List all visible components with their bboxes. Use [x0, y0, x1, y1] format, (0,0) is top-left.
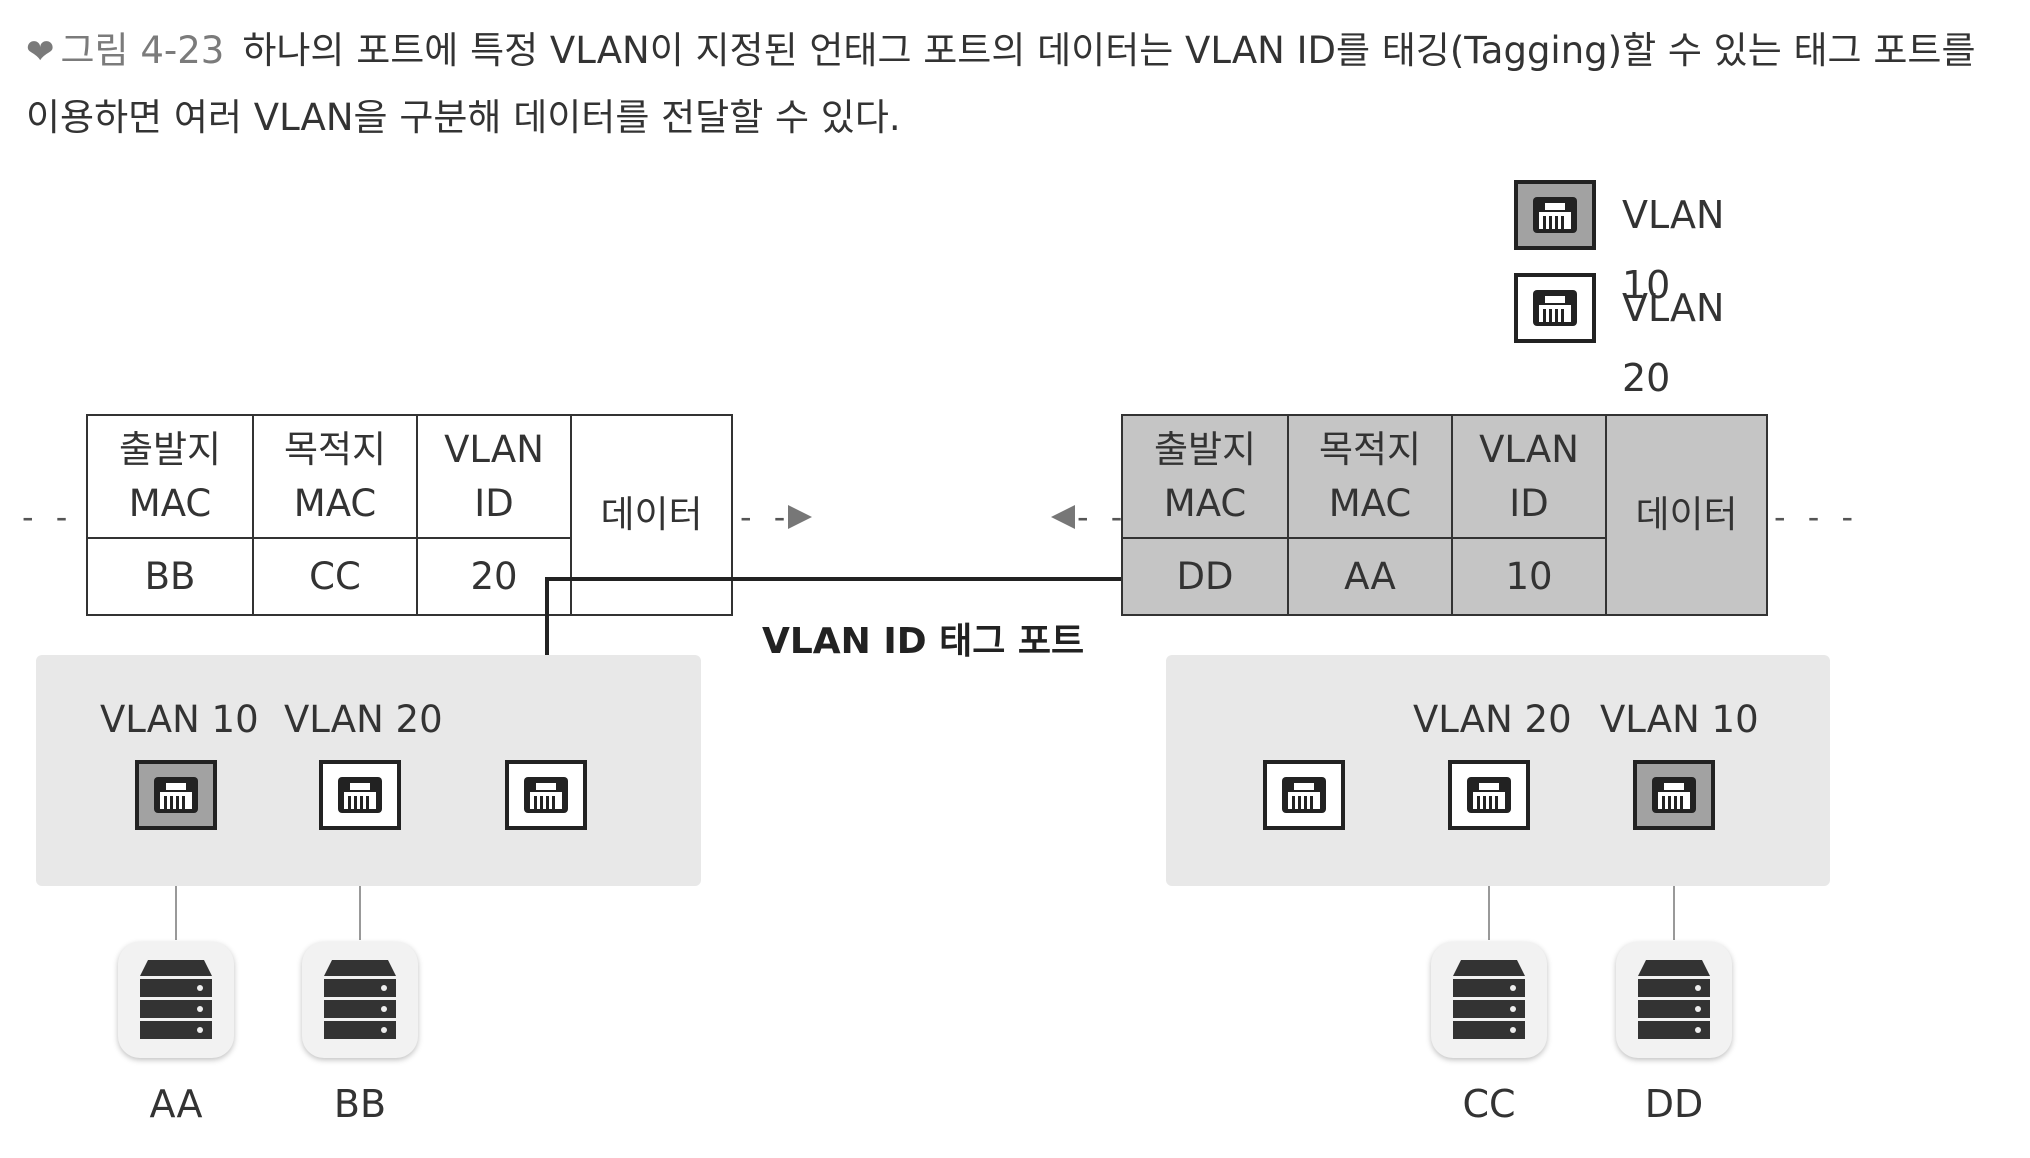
- header-text: 출발지 MAC: [1153, 427, 1257, 525]
- header-vlan-id: VLAN ID: [1451, 414, 1607, 539]
- legend-label-vlan20: VLAN 20: [1622, 286, 1725, 400]
- left-port-label-2: VLAN 20: [284, 698, 443, 741]
- right-port-label-1: VLAN 20: [1413, 698, 1572, 741]
- tag-port-icon: [1263, 760, 1345, 830]
- vlan20-port-icon: [1448, 760, 1530, 830]
- value-dest-mac: CC: [252, 537, 418, 616]
- header-vlan-id: VLAN ID: [416, 414, 572, 539]
- header-text: 목적지 MAC: [283, 427, 387, 525]
- header-text: 출발지 MAC: [118, 427, 222, 525]
- chevron-down-icon: ❤︎: [26, 32, 55, 72]
- header-text: 데이터: [1635, 493, 1738, 536]
- vlan10-port-icon: [135, 760, 217, 830]
- value-source-mac: DD: [1121, 537, 1289, 616]
- vlan20-port-icon: [1514, 273, 1596, 343]
- header-dest-mac: 목적지 MAC: [1287, 414, 1453, 539]
- tag-port-label: VLAN ID 태그 포트: [762, 621, 1085, 662]
- header-source-mac: 출발지 MAC: [86, 414, 254, 539]
- right-dash-out: - - -: [1774, 498, 1859, 536]
- host-label-dd: DD: [1644, 1082, 1704, 1126]
- left-dash-out: - -: [740, 498, 792, 536]
- header-source-mac: 출발지 MAC: [1121, 414, 1289, 539]
- host-label-cc: CC: [1462, 1082, 1516, 1126]
- value-dest-mac: AA: [1287, 537, 1453, 616]
- right-port-label-2: VLAN 10: [1600, 698, 1759, 741]
- host-label-aa: AA: [149, 1082, 203, 1126]
- header-text: VLAN ID: [1479, 427, 1579, 525]
- header-text: 목적지 MAC: [1318, 427, 1422, 525]
- header-data: 데이터: [1605, 414, 1768, 616]
- server-icon: [118, 942, 234, 1058]
- right-dash-in: - -: [1077, 498, 1129, 536]
- vlan10-port-icon: [1633, 760, 1715, 830]
- caption-text: 하나의 포트에 특정 VLAN이 지정된 언태그 포트의 데이터는 VLAN I…: [26, 29, 1976, 139]
- server-icon: [302, 942, 418, 1058]
- value-vlan-id: 10: [1451, 537, 1607, 616]
- figure-number: 그림 4-23: [60, 29, 225, 72]
- server-icon: [1616, 942, 1732, 1058]
- arrow-right-icon: [788, 505, 812, 529]
- left-port-label-1: VLAN 10: [100, 698, 259, 741]
- legend-label-vlan10: VLAN 10: [1622, 193, 1725, 307]
- arrow-left-icon: [1051, 505, 1075, 529]
- header-data: 데이터: [570, 414, 733, 616]
- vlan20-port-icon: [319, 760, 401, 830]
- tag-port-icon: [505, 760, 587, 830]
- value-source-mac: BB: [86, 537, 254, 616]
- vlan10-port-icon: [1514, 180, 1596, 250]
- header-text: VLAN ID: [444, 427, 544, 525]
- host-label-bb: BB: [333, 1082, 387, 1126]
- header-text: 데이터: [600, 493, 703, 536]
- header-dest-mac: 목적지 MAC: [252, 414, 418, 539]
- server-icon: [1431, 942, 1547, 1058]
- frame-right: 출발지 MAC 목적지 MAC VLAN ID 데이터 DD AA 10: [1121, 414, 1768, 616]
